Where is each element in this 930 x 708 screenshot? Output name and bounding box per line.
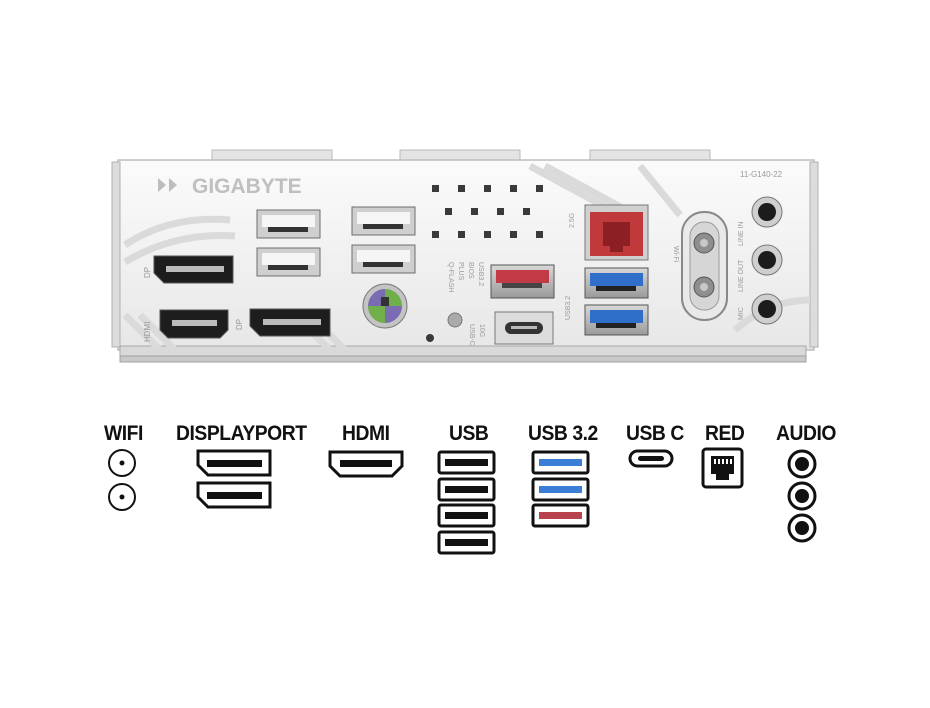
audio-jack (751, 293, 783, 325)
audio-line-in-label: LINE IN (738, 221, 745, 246)
usbc-label: USB-C (468, 324, 475, 346)
usb-icon (437, 530, 496, 555)
qflash-label-1: Q-FLASH (447, 262, 454, 292)
wifi-connector-icon (108, 449, 136, 477)
hdmi-left-label: HDMI (143, 322, 152, 342)
io-shield-panel: GIGABYTE 11-G140-22 DP HDMI (111, 149, 819, 363)
wifi-connector-icon (108, 483, 136, 511)
usb32-blue-icon (531, 450, 590, 475)
legend-displayport-label: DISPLAYPORT (176, 422, 307, 445)
usb32-blue-port (584, 267, 649, 299)
usb-port (351, 206, 416, 236)
qflash-label-2: PLUS (457, 262, 464, 281)
legend-icons (108, 447, 817, 555)
legend-red-label: RED (705, 422, 745, 445)
lan-port (584, 204, 649, 261)
displayport-icon (196, 481, 272, 509)
wifi-panel-label: Wi-Fi (672, 246, 679, 263)
usb-red-port (490, 264, 555, 299)
usb-port (256, 247, 321, 277)
usb-port (351, 244, 416, 274)
hdmi-icon (328, 450, 404, 478)
usbc-icon (628, 449, 674, 468)
audio-mic-label: MIC (738, 307, 745, 320)
legend-usb-label: USB (449, 422, 489, 445)
dp-left-label: DP (143, 267, 152, 278)
audio-jack-icon (787, 513, 817, 543)
usb-port (256, 209, 321, 239)
usbc-port (494, 311, 554, 345)
displayport-port (153, 255, 234, 284)
audio-jack-icon (787, 481, 817, 511)
part-number: 11-G140-22 (740, 170, 783, 179)
brand-text: GIGABYTE (192, 175, 302, 198)
legend-usb32-label: USB 3.2 (528, 422, 598, 445)
usb-icon (437, 450, 496, 475)
audio-jack (751, 196, 783, 228)
wifi-antenna-block (681, 211, 728, 321)
legend-usbc-label: USB C (626, 422, 684, 445)
legend-hdmi-label: HDMI (342, 422, 390, 445)
usb-icon (437, 503, 496, 528)
displayport-port (249, 308, 331, 337)
qflash-label-4: USB3.2 (477, 262, 484, 286)
usbc-speed-label: 10G (478, 324, 485, 337)
usb-icon (437, 477, 496, 502)
lan-speed-label: 2.5G (569, 213, 576, 228)
brand-logo (158, 178, 177, 192)
hdmi-port (159, 309, 229, 339)
ethernet-icon (701, 447, 744, 489)
usb-red-icon (531, 503, 590, 528)
displayport-icon (196, 449, 272, 477)
audio-jack-icon (787, 449, 817, 479)
usb32-blue-icon (531, 477, 590, 502)
qflash-label-3: BIOS (467, 262, 474, 279)
usb32-blue-port (584, 304, 649, 336)
ps2-port (362, 283, 408, 329)
legend-audio-label: AUDIO (776, 422, 836, 445)
dp-bottom-label: DP (235, 319, 244, 330)
audio-jack (751, 244, 783, 276)
usb32-panel-label: USB3.2 (565, 296, 572, 320)
legend-wifi-label: WIFI (104, 422, 143, 445)
audio-line-out-label: LINE OUT (738, 259, 745, 292)
